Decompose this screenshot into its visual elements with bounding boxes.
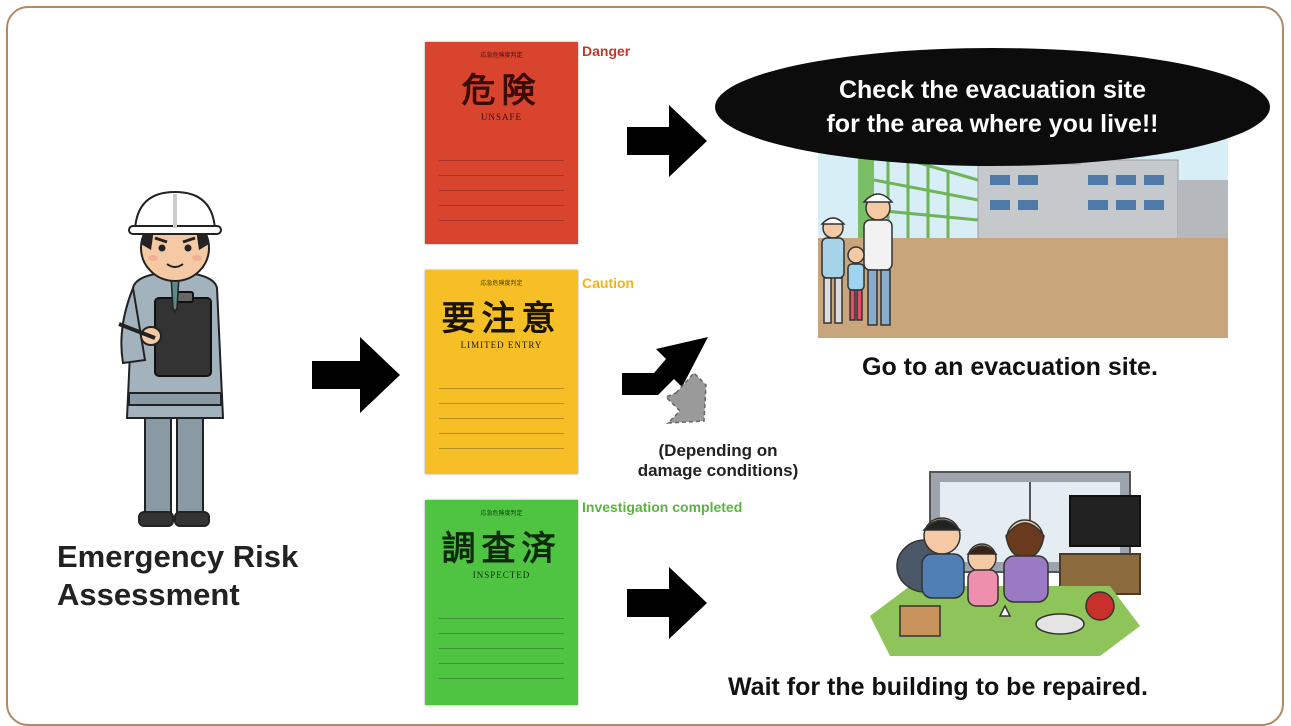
arrow-right-icon [312, 337, 400, 413]
inspected-placard-kanji: 調査済 [441, 529, 562, 569]
inspected-placard-heading: 応急危険度判定 [480, 511, 523, 517]
bubble-line2: for the area where you live!! [826, 110, 1159, 138]
evacuate-outcome: Go to an evacuation site. [862, 353, 1158, 381]
assessment-label-line1: Emergency Risk [57, 539, 299, 574]
caution-label: Caution [582, 275, 635, 291]
bubble-line1: Check the evacuation site [838, 76, 1147, 104]
inspected-placard: 応急危険度判定 調査済 INSPECTED [425, 500, 578, 705]
danger-placard-heading: 応急危険度判定 [480, 53, 523, 59]
caution-placard: 応急危険度判定 要注意 LIMITED ENTRY [425, 270, 578, 474]
inspected-label: Investigation completed [582, 499, 743, 515]
inspected-placard-sub: INSPECTED [472, 570, 531, 580]
dashed-arrow-icon [664, 371, 707, 424]
assessment-label-line2: Assessment [57, 577, 240, 612]
assessment-label: Emergency Risk Assessment [57, 538, 298, 614]
danger-label: Danger [582, 43, 631, 59]
damage-note: (Depending on damage conditions) [598, 441, 838, 481]
danger-arrow-icon [627, 105, 707, 177]
inspected-arrow-icon [627, 567, 707, 639]
caution-placard-heading: 応急危険度判定 [480, 281, 523, 287]
caution-placard-kanji: 要注意 [441, 299, 562, 339]
caution-placard-sub: LIMITED ENTRY [460, 340, 543, 350]
wait-outcome: Wait for the building to be repaired. [728, 673, 1148, 701]
danger-placard-kanji: 危険 [461, 71, 542, 111]
family-waiting-illustration [870, 471, 1141, 656]
evacuation-bubble: Check the evacuation site for the area w… [715, 48, 1270, 166]
caution-arrow-icon [622, 337, 708, 424]
damage-note-line2: damage conditions) [637, 461, 799, 480]
danger-placard-sub: UNSAFE [480, 112, 522, 122]
damage-note-line1: (Depending on [658, 441, 778, 460]
danger-placard: 応急危険度判定 危険 UNSAFE [425, 42, 578, 244]
inspector-illustration [118, 190, 225, 527]
